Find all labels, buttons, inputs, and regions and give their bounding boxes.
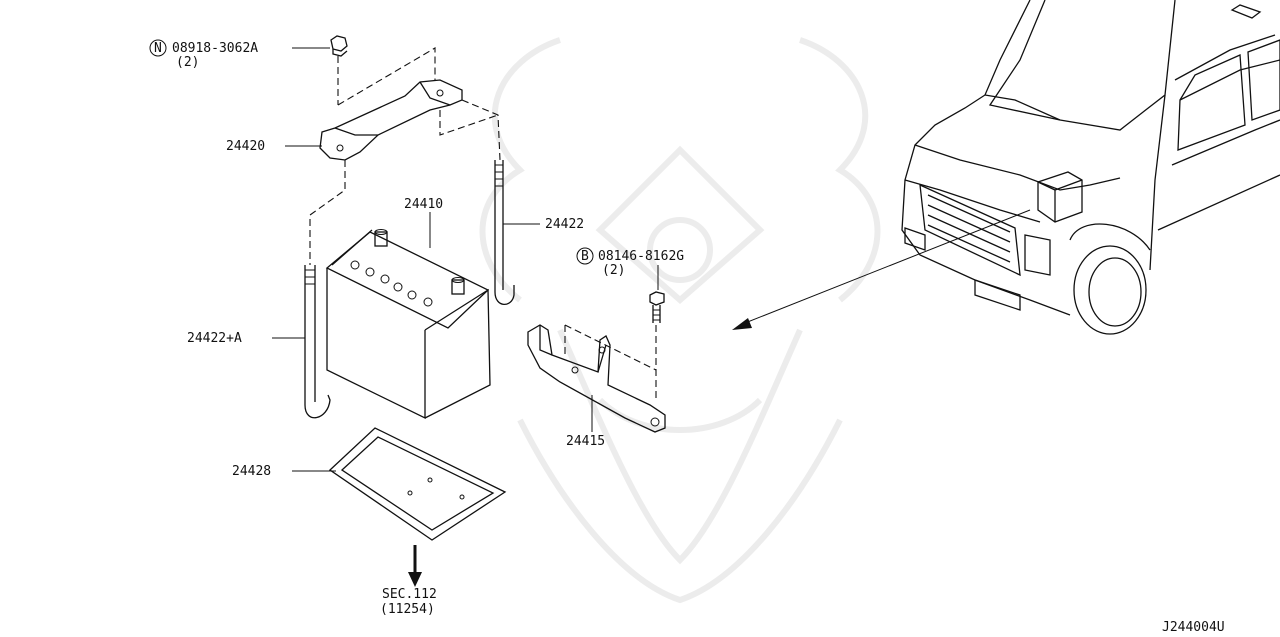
watermark-emblem xyxy=(479,37,881,604)
diagram-id-label: J244004U xyxy=(1162,620,1225,635)
nut-08918-3062a: N 08918-3062A (2) xyxy=(149,35,348,105)
nut-part-label: 08918-3062A xyxy=(172,41,258,56)
bolt-part-label: 08146-8162G xyxy=(598,249,684,264)
bolt-qty-label: (2) xyxy=(602,263,625,278)
battery-tray: 24428 xyxy=(232,427,507,541)
bolt-prefix-label: B xyxy=(581,249,589,264)
battery-bracket: 24415 xyxy=(527,324,666,449)
rod-a-label: 24422+A xyxy=(187,331,242,346)
vehicle-illustration xyxy=(732,0,1280,335)
hold-down-rod-a: 24422+A xyxy=(187,265,331,419)
sec-arrow: SEC.112 (11254) xyxy=(380,545,437,617)
battery-label: 24410 xyxy=(404,197,443,212)
nut-prefix-label: N xyxy=(154,41,162,56)
tray-label: 24428 xyxy=(232,464,271,479)
bolt-08146-8162g: B 08146-8162G (2) xyxy=(576,247,684,400)
hold-down-rod: 24422 xyxy=(494,160,584,306)
sec-ref-label: (11254) xyxy=(380,602,435,617)
rod-label: 24422 xyxy=(545,217,584,232)
sec-label: SEC.112 xyxy=(382,587,437,602)
battery-clamp: 24420 xyxy=(226,47,501,265)
nut-qty-label: (2) xyxy=(176,55,199,70)
battery: 24410 xyxy=(325,197,491,420)
bracket-label: 24415 xyxy=(566,434,605,449)
clamp-label: 24420 xyxy=(226,139,265,154)
